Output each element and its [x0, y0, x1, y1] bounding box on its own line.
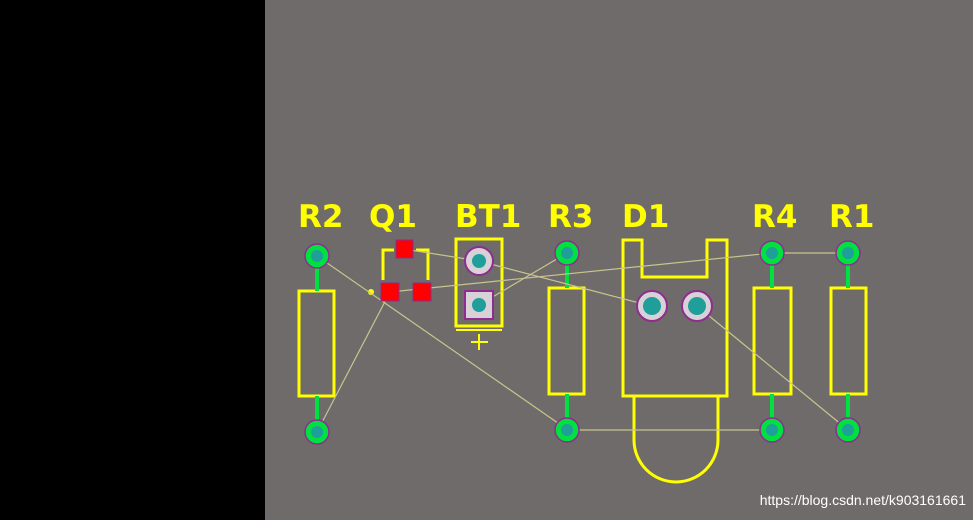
q1-pad-3[interactable]	[412, 282, 432, 302]
r3-designator[interactable]: R3	[548, 199, 593, 235]
ratsnest-line	[316, 255, 569, 431]
d1-pad-1[interactable]	[636, 290, 668, 322]
q1-outline-right[interactable]	[416, 248, 430, 280]
r2-pad-2[interactable]	[304, 419, 330, 445]
bt1-pad-1[interactable]	[464, 246, 494, 276]
watermark-text: https://blog.csdn.net/k903161661	[760, 492, 966, 508]
r3-pad-2[interactable]	[554, 417, 580, 443]
d1-pad-2[interactable]	[681, 290, 713, 322]
r2-pad-1[interactable]	[304, 243, 330, 269]
r4-pad-2[interactable]	[759, 417, 785, 443]
r1-pad-2[interactable]	[835, 417, 861, 443]
r2-designator[interactable]: R2	[298, 199, 343, 235]
r4-designator[interactable]: R4	[752, 199, 797, 235]
q1-outline-left[interactable]	[381, 248, 394, 280]
bt1-body[interactable]	[454, 237, 504, 328]
r1-designator[interactable]: R1	[829, 199, 874, 235]
left-panel	[0, 0, 265, 520]
ratsnest-line	[478, 260, 652, 307]
bt1-pad-2-square[interactable]	[464, 290, 494, 320]
d1-designator[interactable]: D1	[622, 199, 669, 235]
r1-pad-1[interactable]	[835, 240, 861, 266]
bt1-polarity-plus	[471, 334, 488, 350]
d1-dome	[632, 396, 720, 484]
q1-pin1-marker	[368, 289, 374, 295]
ratsnest-line	[316, 291, 391, 433]
ratsnest-line	[696, 305, 849, 431]
q1-pad-1[interactable]	[395, 239, 414, 259]
d1-body[interactable]	[621, 238, 729, 398]
q1-pad-2[interactable]	[380, 282, 400, 302]
q1-designator[interactable]: Q1	[369, 199, 417, 235]
r4-pad-1[interactable]	[759, 240, 785, 266]
r3-pad-1[interactable]	[554, 240, 580, 266]
board-area[interactable]	[265, 0, 973, 520]
ratsnest-line	[389, 252, 773, 293]
bt1-designator[interactable]: BT1	[455, 199, 521, 235]
